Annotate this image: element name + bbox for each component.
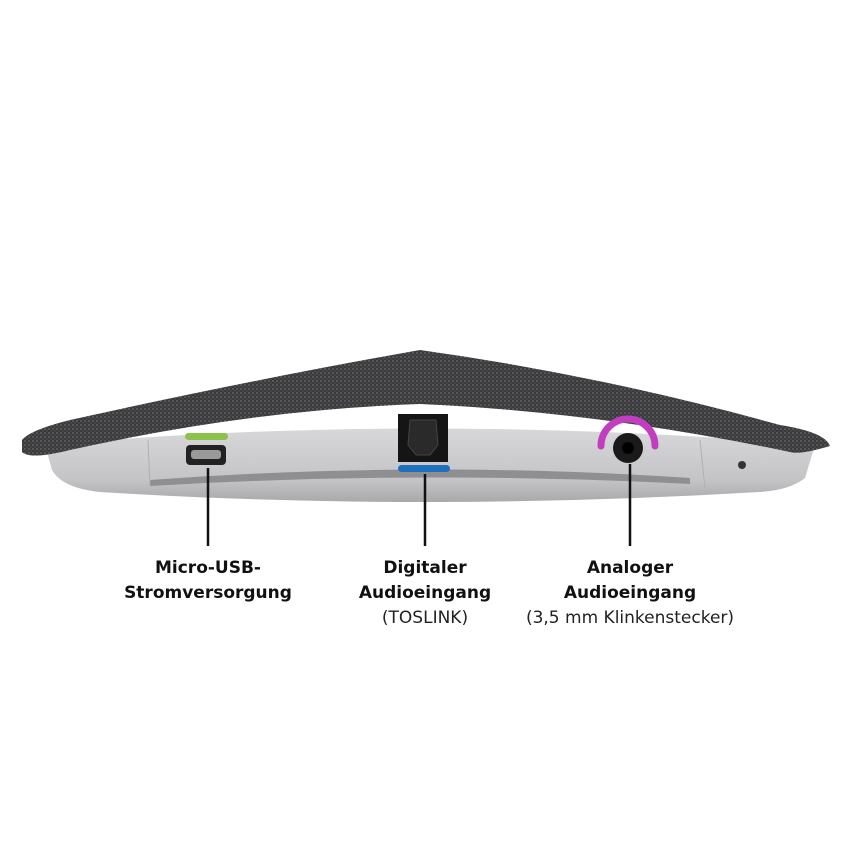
callout-subtitle: (3,5 mm Klinkenstecker) [525,608,735,628]
callout-title-line2: Audioeingang [563,583,697,603]
callout-subtitle: (TOSLINK) [381,608,469,628]
toslink-color-marker [398,465,450,472]
led-indicator [738,461,746,469]
callout-title-line2: Audioeingang [358,583,492,603]
micro-usb-port [185,433,228,465]
callout-title-line1: Digitaler [383,558,467,578]
fabric-top [22,350,830,456]
callout-usb: Micro-USB- Stromversorgung [124,556,292,606]
callout-title-line2: Stromversorgung [124,583,292,603]
callout-analog: Analoger Audioeingang (3,5 mm Klinkenste… [526,556,734,631]
analog-color-marker [597,415,659,450]
callout-title-line1: Micro-USB- [154,558,261,578]
audio-jack-port [597,415,659,463]
callout-title-line1: Analoger [586,558,674,578]
callout-toslink: Digitaler Audioeingang (TOSLINK) [359,556,491,631]
usb-color-marker [185,433,228,440]
toslink-port [398,414,450,472]
